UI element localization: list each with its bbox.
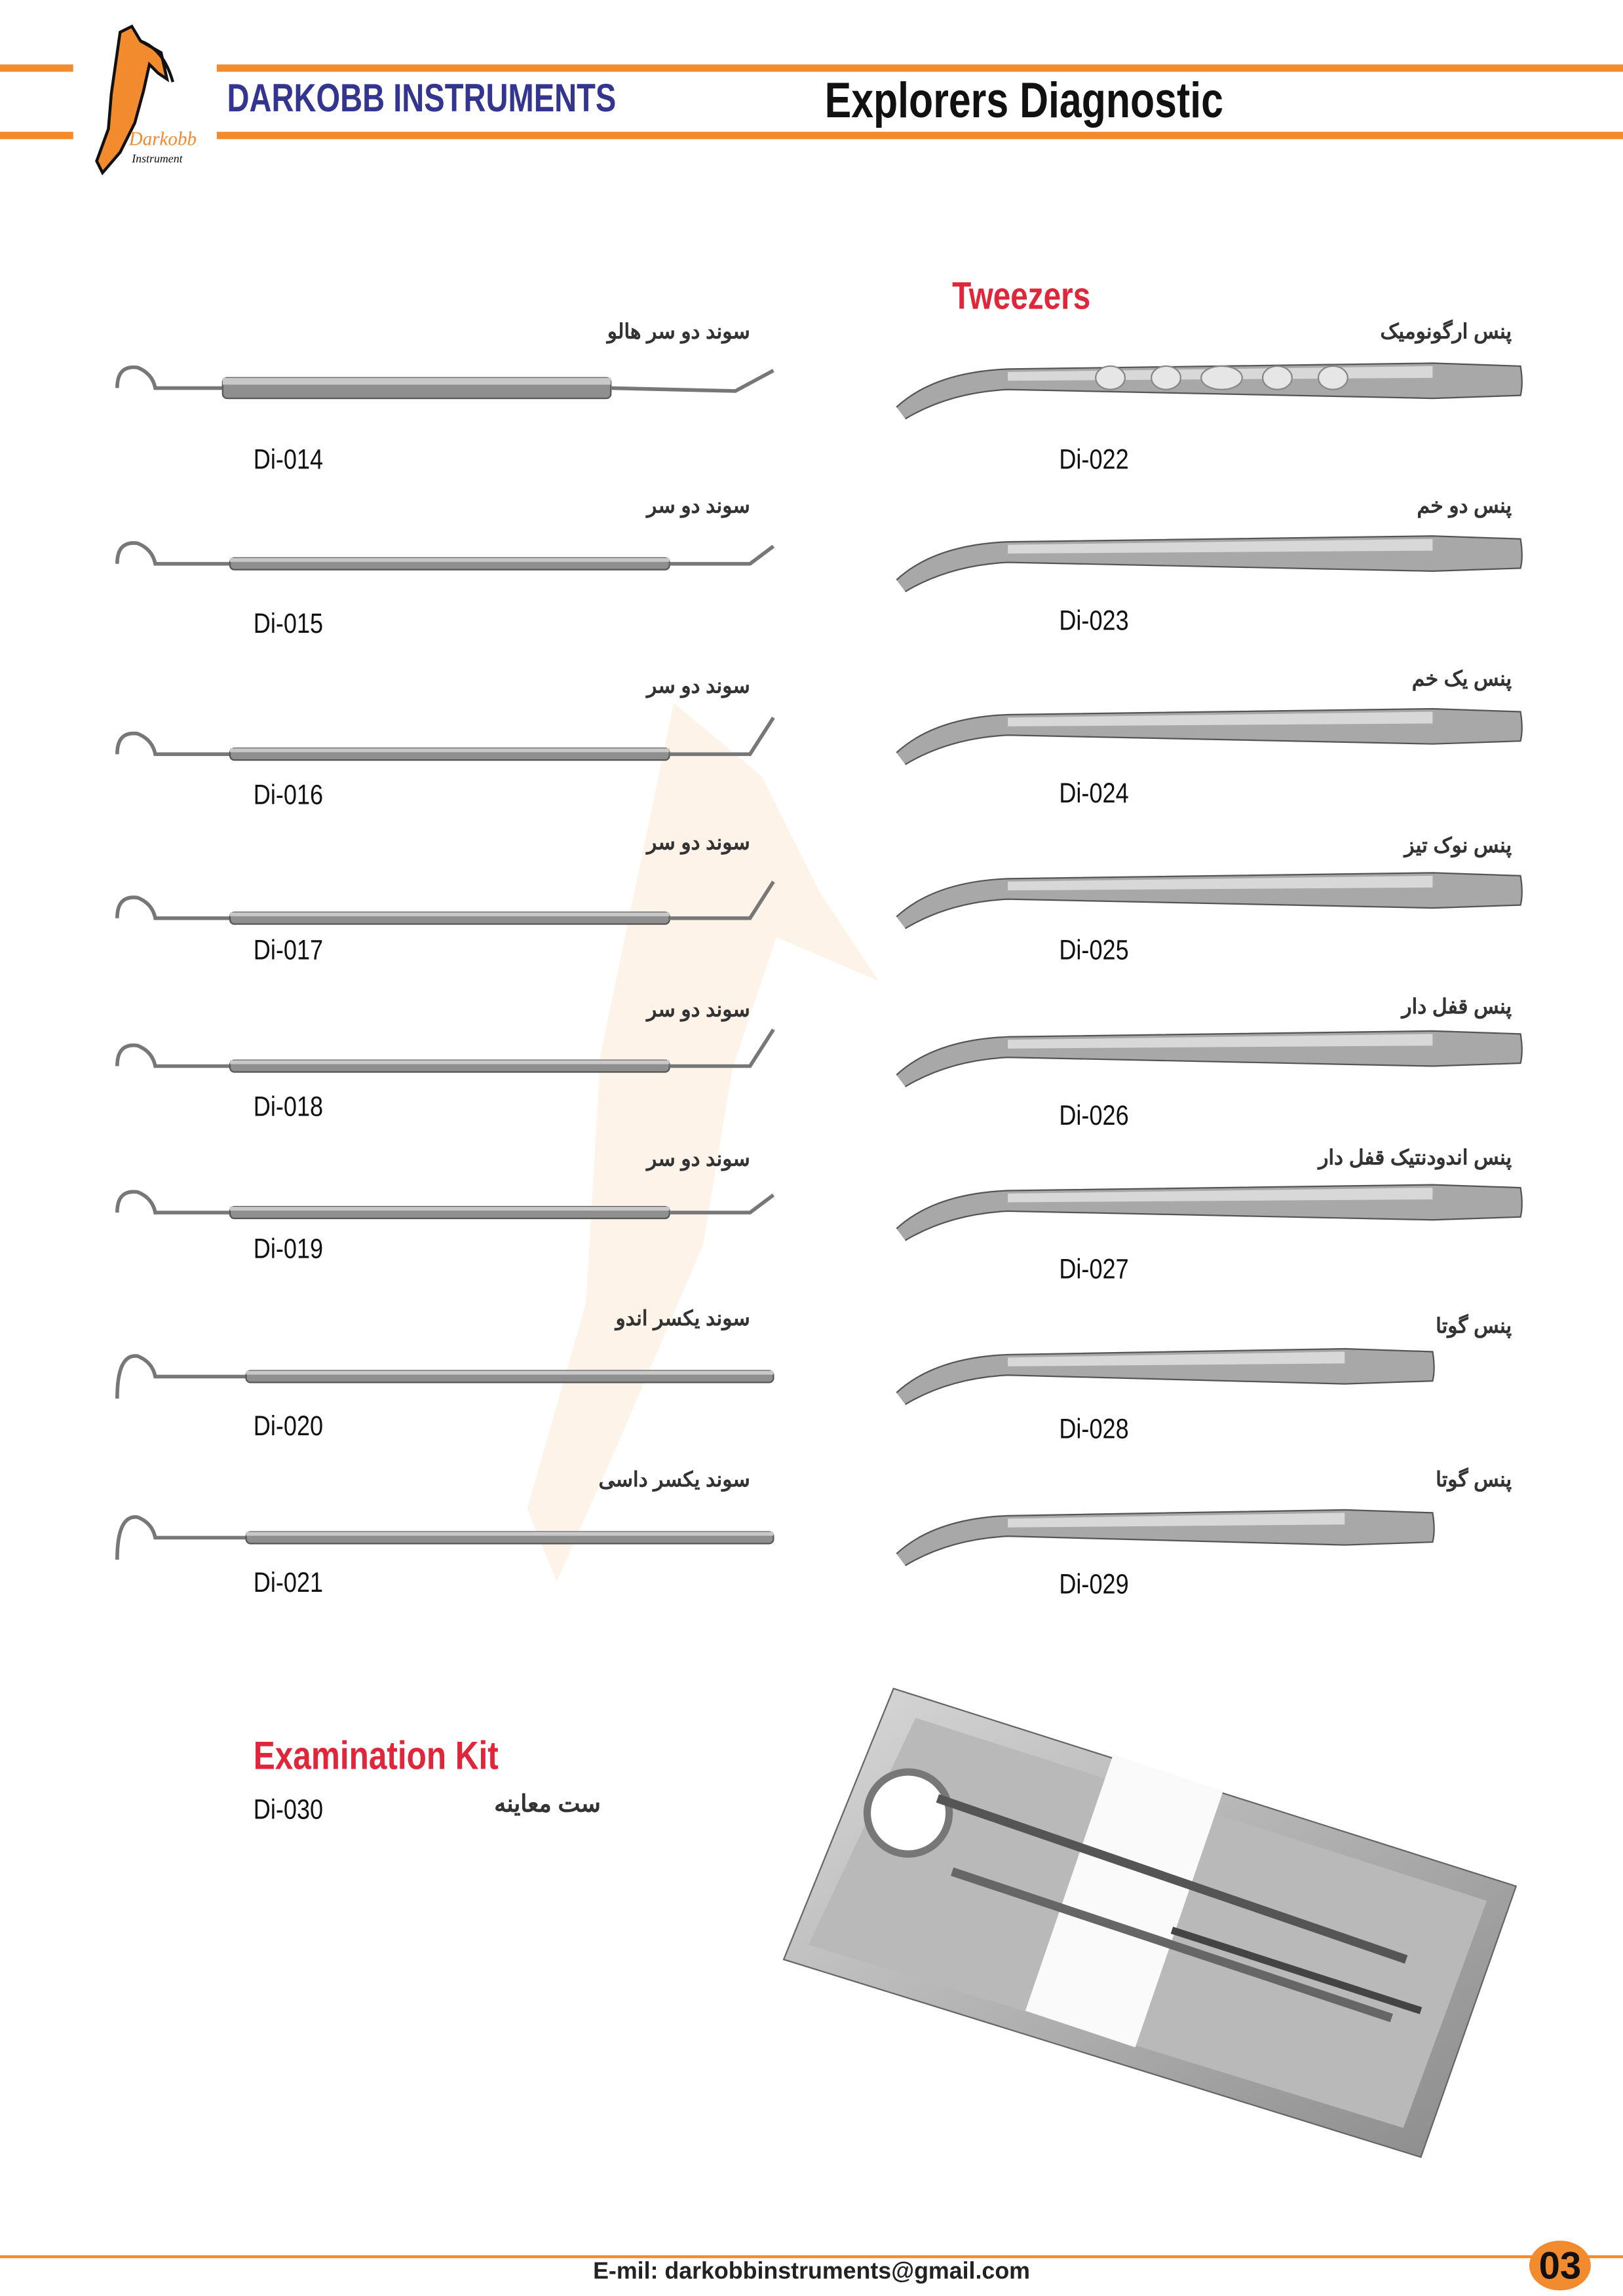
explorer-instrument-image [115,880,775,925]
tweezers-name-fa: پنس گوتا [1436,1467,1512,1491]
tweezers-instrument-image [896,1030,1523,1087]
explorer-code: Di-020 [253,1412,324,1443]
tweezers-code: Di-027 [1059,1254,1129,1286]
header-rule [0,64,73,72]
explorer-name-fa: سوند یکسر داسی [598,1467,750,1491]
footer-email: E-mil: darkobbinstruments@gmail.com [593,2259,1030,2285]
tweezers-instrument-image [896,1347,1435,1405]
tweezers-name-fa: پنس ارگونومیک [1380,319,1512,343]
explorer-code: Di-021 [253,1568,324,1600]
explorer-instrument-image [115,1515,774,1560]
examination-kit-image [782,1687,1518,2158]
explorer-name-fa: سوند دو سر [647,1146,750,1171]
tweezers-instrument-image [896,1184,1523,1241]
tweezers-code: Di-024 [1059,779,1129,810]
explorer-name-fa: سوند دو سر [647,830,750,854]
explorer-code: Di-018 [253,1092,324,1123]
explorer-name-fa: سوند دو سر هالو [607,319,750,343]
hoopoe-logo-icon: Darkobb Instrument [95,24,197,176]
explorer-instrument-image [115,1354,774,1399]
tweezers-name-fa: پنس قفل دار [1402,994,1512,1018]
tweezers-name-fa: پنس گوتا [1436,1313,1512,1338]
kit-code: Di-030 [253,1795,324,1826]
explorer-instrument-image [115,365,774,400]
brand-name: DARKOBB INSTRUMENTS [227,76,617,121]
tweezers-code: Di-028 [1059,1414,1129,1446]
page-title: Explorers Diagnostic [824,73,1223,129]
explorer-name-fa: سوند دو سر [647,997,750,1021]
footer-rule [0,2255,1623,2259]
tweezers-code: Di-029 [1059,1570,1129,1601]
tweezers-instrument-image [896,707,1523,765]
explorer-code: Di-016 [253,780,324,812]
explorer-name-fa: سوند دو سر [647,493,750,518]
tweezers-instrument-image [896,872,1523,930]
tweezers-heading: Tweezers [952,274,1091,318]
header-rule [216,132,1623,140]
tweezers-name-fa: پنس دو خم [1417,493,1512,518]
kit-heading: Examination Kit [253,1733,499,1778]
explorer-name-fa: سوند دو سر [647,673,750,698]
page-number: 03 [1529,2240,1591,2291]
tweezers-code: Di-022 [1059,445,1129,476]
tweezers-name-fa: پنس نوک تیز [1404,833,1512,857]
explorer-code: Di-019 [253,1234,324,1266]
explorer-instrument-image [115,716,775,761]
tweezers-code: Di-023 [1059,606,1129,637]
tweezers-instrument-image [896,535,1523,593]
tweezers-instrument-image [896,362,1523,420]
explorer-code: Di-017 [253,935,324,967]
tweezers-instrument-image [896,1509,1435,1566]
explorer-instrument-image [115,541,775,571]
tweezers-name-fa: پنس یک خم [1411,666,1512,690]
tweezers-name-fa: پنس اندودنتیک قفل دار [1318,1145,1512,1169]
explorer-instrument-image [115,1028,775,1073]
svg-text:Instrument: Instrument [131,152,183,165]
watermark-hoopoe-icon [527,703,879,1582]
explorer-name-fa: سوند یکسر اندو [615,1306,750,1330]
svg-text:Darkobb: Darkobb [128,128,197,149]
header-rule [216,64,1623,72]
kit-name-fa: ست معاینه [494,1792,601,1818]
tweezers-code: Di-026 [1059,1101,1129,1133]
tweezers-code: Di-025 [1059,935,1129,967]
header-rule [0,132,73,140]
explorer-code: Di-014 [253,445,324,476]
explorer-instrument-image [115,1190,775,1220]
explorer-code: Di-015 [253,609,324,640]
